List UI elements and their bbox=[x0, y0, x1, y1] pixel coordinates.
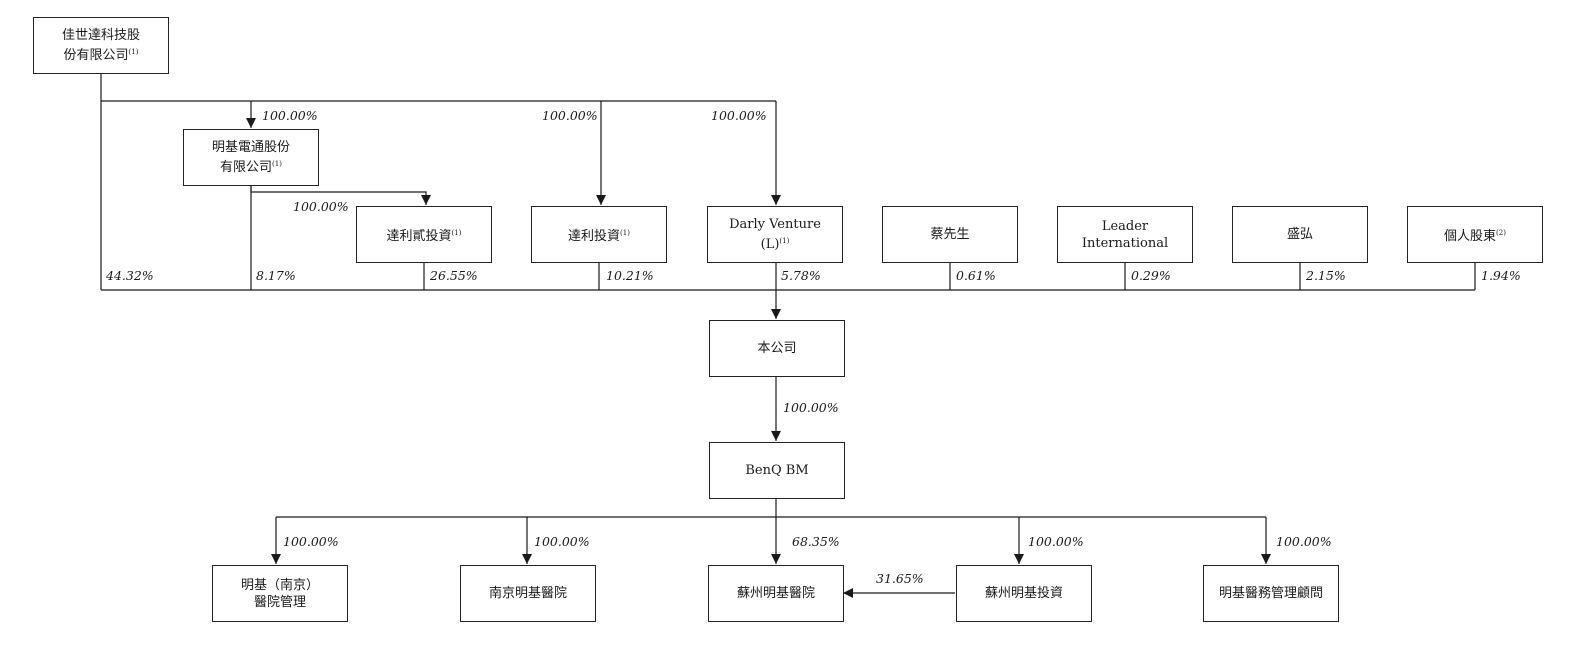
footnote-marker: (1) bbox=[128, 48, 139, 56]
entity-consulting: 明基醫務管理顧問 bbox=[1203, 565, 1339, 622]
pct-cai-company: 0.61% bbox=[956, 268, 996, 283]
footnote-marker: (1) bbox=[451, 228, 462, 237]
entity-jiashida: 佳世達科技股份有限公司(1) bbox=[33, 17, 169, 74]
pct-jiashida-dali: 100.00% bbox=[542, 108, 598, 123]
pct-benq-suzhou-hosp: 68.35% bbox=[792, 534, 840, 549]
entity-label: Darly Venture bbox=[729, 217, 821, 232]
pct-benq-nanjing-hosp: 100.00% bbox=[534, 534, 590, 549]
entity-label: 個人股東 bbox=[1444, 228, 1497, 244]
entity-label: BenQ BM bbox=[745, 463, 809, 478]
pct-individual-company: 1.94% bbox=[1481, 268, 1521, 283]
pct-darly-company: 5.78% bbox=[781, 268, 821, 283]
entity-label: Leader bbox=[1101, 218, 1149, 234]
footnote-marker: (1) bbox=[779, 237, 790, 245]
entity-nanjing-mgmt: 明基（南京）醫院管理 bbox=[212, 565, 348, 622]
entity-shenghong: 盛弘 bbox=[1232, 206, 1368, 263]
entity-label: 明基電通股份 bbox=[211, 140, 290, 155]
entity-darly-venture: Darly Venture (L)(1) bbox=[707, 206, 843, 263]
entity-label: 明基醫務管理顧問 bbox=[1218, 586, 1323, 601]
pct-jiashida-mingji: 100.00% bbox=[262, 108, 318, 123]
line-jiashida-bus bbox=[100, 73, 776, 102]
pct-benq-suzhou-inv: 100.00% bbox=[1028, 534, 1084, 549]
pct-jiashida-company: 44.32% bbox=[106, 268, 154, 283]
entity-nanjing-hospital: 南京明基醫院 bbox=[460, 565, 596, 622]
entity-label: 份有限公司 bbox=[63, 48, 129, 63]
pct-benq-nanjing-mgmt: 100.00% bbox=[283, 534, 339, 549]
entity-label: 有限公司 bbox=[220, 160, 273, 175]
entity-label: 佳世達科技股 bbox=[61, 28, 140, 43]
footnote-marker: (1) bbox=[272, 160, 282, 168]
entity-label: 醫院管理 bbox=[253, 594, 306, 610]
entity-dali-er: 達利貳投資(1) bbox=[356, 206, 492, 263]
entity-label: 明基（南京） bbox=[240, 577, 319, 593]
entity-label: 盛弘 bbox=[1286, 227, 1313, 242]
pct-dali-er-company: 26.55% bbox=[430, 268, 478, 283]
pct-company-benq: 100.00% bbox=[783, 400, 839, 415]
pct-jiashida-darly: 100.00% bbox=[711, 108, 767, 123]
entity-cai: 蔡先生 bbox=[882, 206, 1018, 263]
entity-dali: 達利投資(1) bbox=[531, 206, 667, 263]
entity-label: (L) bbox=[760, 237, 780, 252]
entity-suzhou-investment: 蘇州明基投資 bbox=[956, 565, 1092, 622]
entity-label: 蔡先生 bbox=[930, 227, 970, 242]
entity-company: 本公司 bbox=[709, 320, 845, 377]
pct-leader-company: 0.29% bbox=[1131, 268, 1171, 283]
entity-label: 南京明基醫院 bbox=[488, 586, 567, 601]
entity-suzhou-hospital: 蘇州明基醫院 bbox=[708, 565, 844, 622]
entity-benq-bm: BenQ BM bbox=[709, 442, 845, 499]
footnote-marker: (1) bbox=[620, 228, 630, 237]
pct-mingji-dali-er: 100.00% bbox=[293, 199, 349, 214]
footnote-marker: (2) bbox=[1496, 228, 1506, 237]
pct-dali-company: 10.21% bbox=[606, 268, 654, 283]
entity-mingji-diantong: 明基電通股份有限公司(1) bbox=[183, 129, 319, 186]
pct-benq-consulting: 100.00% bbox=[1276, 534, 1332, 549]
entity-label: 達利投資 bbox=[568, 228, 621, 244]
pct-shenghong-company: 2.15% bbox=[1306, 268, 1346, 283]
entity-label: 蘇州明基醫院 bbox=[736, 586, 815, 601]
entity-label: 達利貳投資 bbox=[386, 228, 452, 244]
entity-individual-shareholders: 個人股東(2) bbox=[1407, 206, 1543, 263]
pct-suzhou-inv-hosp: 31.65% bbox=[876, 571, 924, 586]
entity-label: International bbox=[1081, 235, 1169, 251]
entity-label: 蘇州明基投資 bbox=[984, 586, 1063, 601]
pct-mingji-company: 8.17% bbox=[256, 268, 296, 283]
entity-label: 本公司 bbox=[757, 341, 797, 356]
